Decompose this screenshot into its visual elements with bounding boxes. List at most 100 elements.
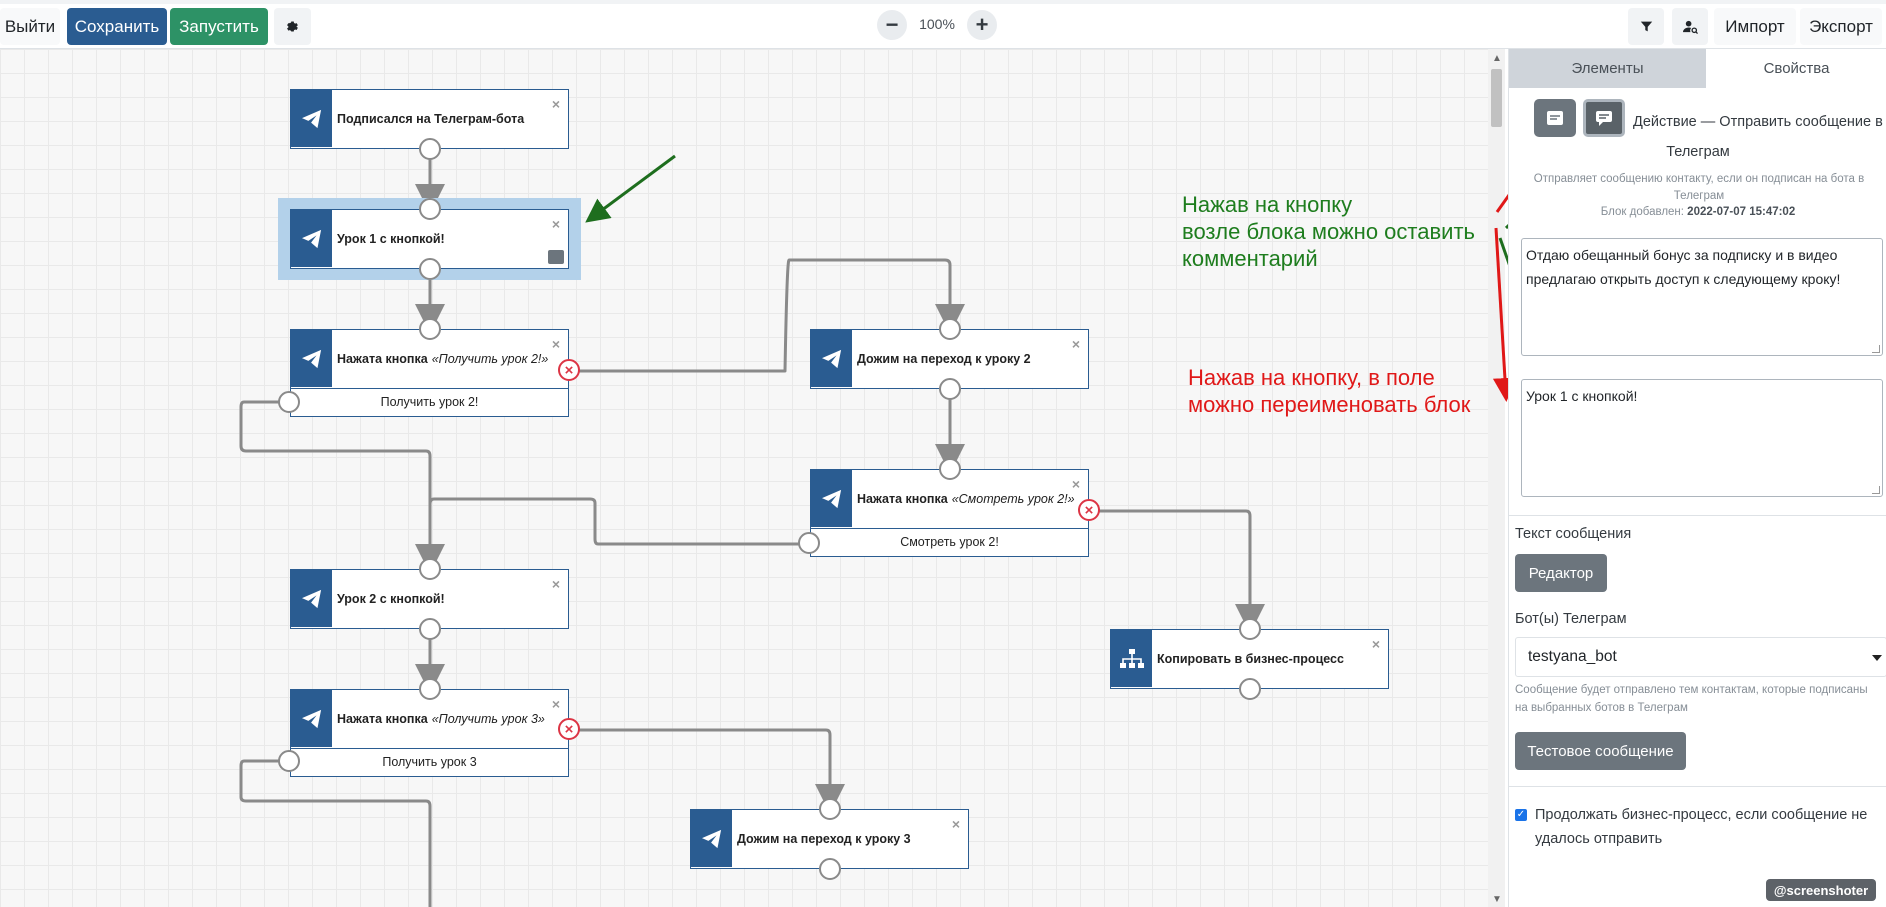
filter-button[interactable]: [1628, 8, 1664, 45]
tab-elements[interactable]: Элементы: [1509, 49, 1706, 88]
link-3x-4: [570, 258, 965, 373]
node-title: Урок 2 с кнопкой!: [337, 591, 445, 606]
connector-port[interactable]: [419, 258, 441, 280]
telegram-icon: [291, 90, 332, 147]
connector-port[interactable]: [819, 798, 841, 820]
block-added-date: Блок добавлен: 2022-07-07 15:47:02: [1600, 206, 1796, 218]
flow-node-button-lesson3[interactable]: Нажата кнопка«Получить урок 3» × Получит…: [290, 689, 569, 777]
node-button-label: Получить урок 3: [291, 748, 568, 775]
connector-port[interactable]: [939, 318, 961, 340]
connector-port[interactable]: [419, 318, 441, 340]
connector-port[interactable]: [939, 378, 961, 400]
no-response-port[interactable]: ×: [1078, 499, 1100, 521]
telegram-icon: [291, 690, 332, 747]
continue-label: Продолжать бизнес-процесс, если сообщени…: [1535, 807, 1868, 847]
zoom-level: 100%: [919, 16, 955, 32]
connector-port[interactable]: [939, 458, 961, 480]
comment-icon[interactable]: [548, 250, 564, 264]
close-icon[interactable]: ×: [951, 816, 960, 832]
telegram-icon: [811, 470, 852, 527]
node-title: Нажата кнопка«Смотреть урок 2!»: [857, 491, 1075, 506]
action-title: Действие — Отправить сообщение в: [1633, 114, 1883, 130]
connector-port[interactable]: [278, 750, 300, 772]
top-toolbar: Выйти Сохранить Запустить − 100% + Импор…: [0, 0, 1886, 49]
save-button[interactable]: Сохранить: [67, 8, 167, 45]
connector-port[interactable]: [419, 618, 441, 640]
connector-port[interactable]: [278, 391, 300, 413]
connector-port[interactable]: [419, 138, 441, 160]
telegram-icon: [811, 330, 852, 387]
divider: [1509, 786, 1886, 787]
node-title: Нажата кнопка«Получить урок 2!»: [337, 351, 549, 366]
flow-node-subscribed[interactable]: Подписался на Телеграм-бота ×: [290, 89, 569, 149]
close-icon[interactable]: ×: [551, 576, 560, 592]
message-icon: [1547, 111, 1563, 125]
connector-port[interactable]: [819, 858, 841, 880]
connector-port[interactable]: [1239, 618, 1261, 640]
node-title: Дожим на переход к уроку 3: [737, 831, 911, 846]
sitemap-icon: [1111, 630, 1152, 687]
run-button[interactable]: Запустить: [170, 8, 268, 45]
connector-port[interactable]: [798, 532, 820, 554]
rename-block-button[interactable]: [1534, 99, 1576, 137]
divider: [1509, 515, 1886, 516]
flow-canvas[interactable]: Подписался на Телеграм-бота × Урок 1 с к…: [0, 49, 1488, 907]
action-description: Отправляет сообщению контакту, если он п…: [1533, 173, 1865, 202]
zoom-in-button[interactable]: +: [967, 10, 997, 40]
zoom-out-button[interactable]: −: [877, 10, 907, 40]
screenshoter-watermark: @screenshoter: [1766, 879, 1876, 901]
continue-checkbox[interactable]: ✓: [1515, 809, 1527, 821]
exit-button[interactable]: Выйти: [0, 8, 60, 45]
comment-block-button[interactable]: [1583, 99, 1625, 137]
close-icon[interactable]: ×: [1371, 636, 1380, 652]
close-icon[interactable]: ×: [551, 336, 560, 352]
bot-select[interactable]: testyana_bot: [1515, 637, 1886, 677]
node-title: Дожим на переход к уроку 2: [857, 351, 1031, 366]
tab-properties[interactable]: Свойства: [1706, 49, 1886, 88]
link-7-down: [239, 759, 432, 907]
test-message-button[interactable]: Тестовое сообщение: [1515, 732, 1686, 770]
action-title-line2: Телеграм: [1666, 144, 1730, 160]
scroll-thumb[interactable]: [1491, 69, 1502, 127]
panel-tabs: Элементы Свойства: [1509, 49, 1886, 88]
connector-port[interactable]: [419, 198, 441, 220]
message-text-label: Текст сообщения: [1515, 526, 1632, 542]
scroll-up-icon[interactable]: ▲: [1492, 53, 1502, 64]
green-arrow-to-comment-btn: [585, 154, 676, 223]
link-5-6: [428, 497, 810, 559]
no-response-port[interactable]: ×: [558, 718, 580, 740]
node-title: Подписался на Телеграм-бота: [337, 111, 525, 126]
flow-connections: [239, 149, 1265, 907]
export-button[interactable]: Экспорт: [1800, 8, 1882, 45]
connector-port[interactable]: [419, 558, 441, 580]
link-3-6: [239, 400, 445, 574]
link-5x-8: [1090, 509, 1265, 634]
user-search-button[interactable]: [1672, 8, 1708, 45]
annotation-comment-hint: Нажав на кнопку возле блока можно остави…: [1182, 192, 1475, 271]
close-icon[interactable]: ×: [551, 96, 560, 112]
close-icon[interactable]: ×: [551, 216, 560, 232]
resize-grip-icon[interactable]: [1872, 486, 1880, 494]
connector-port[interactable]: [1239, 678, 1261, 700]
comment-icon: [1596, 110, 1612, 126]
comment-textarea[interactable]: Отдаю обещанный бонус за подписку и в ви…: [1521, 238, 1883, 356]
canvas-scrollbar[interactable]: ▲ ▼: [1488, 49, 1505, 907]
import-button[interactable]: Импорт: [1714, 8, 1796, 45]
resize-grip-icon[interactable]: [1872, 345, 1880, 353]
node-button-label: Получить урок 2!: [291, 388, 568, 415]
close-icon[interactable]: ×: [1071, 476, 1080, 492]
settings-button[interactable]: [274, 8, 311, 45]
scroll-down-icon[interactable]: ▼: [1492, 894, 1502, 905]
flow-node-button-lesson2[interactable]: Нажата кнопка«Получить урок 2!» × Получи…: [290, 329, 569, 417]
no-response-port[interactable]: ×: [558, 359, 580, 381]
flow-node-button-watch2[interactable]: Нажата кнопка«Смотреть урок 2!» × Смотре…: [810, 469, 1089, 557]
close-icon[interactable]: ×: [551, 696, 560, 712]
editor-button[interactable]: Редактор: [1515, 554, 1607, 592]
bots-label: Бот(ы) Телеграм: [1515, 611, 1627, 627]
block-name-textarea[interactable]: Урок 1 с кнопкой!: [1521, 379, 1883, 497]
chevron-down-icon: [1872, 655, 1882, 661]
close-icon[interactable]: ×: [1071, 336, 1080, 352]
connector-port[interactable]: [419, 678, 441, 700]
node-title: Нажата кнопка«Получить урок 3»: [337, 711, 545, 726]
telegram-icon: [291, 210, 332, 267]
